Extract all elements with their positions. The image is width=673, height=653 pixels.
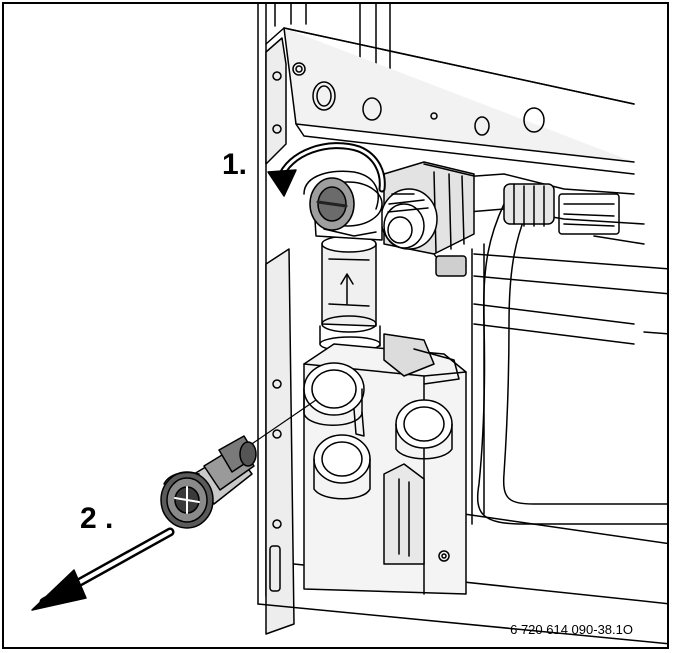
connection-manifold (303, 333, 467, 595)
filter-pipe (319, 235, 381, 352)
step-2-label: 2 . (80, 502, 114, 535)
pull-out-arrow (31, 527, 175, 611)
flow-sensor-assembly (380, 161, 475, 277)
filter-insert (160, 435, 257, 529)
step-1-label: 1. (222, 148, 248, 181)
filter-cap (303, 170, 383, 241)
boiler-frame (257, 4, 667, 645)
top-plate (283, 27, 635, 175)
rotate-arrow (267, 142, 386, 197)
figure-reference: 6 720 614 090-38.1O (510, 622, 633, 637)
boiler-illustration (31, 4, 667, 645)
internal-pipework (433, 173, 667, 525)
